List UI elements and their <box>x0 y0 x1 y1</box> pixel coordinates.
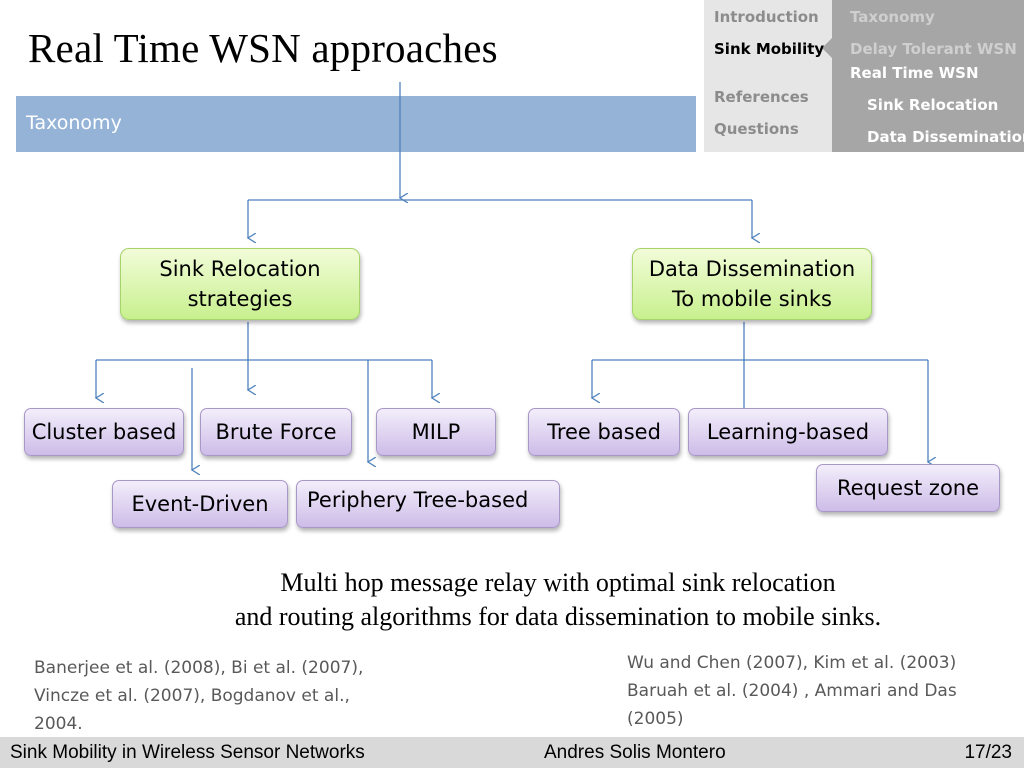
nav-introduction[interactable]: Introduction <box>714 8 819 26</box>
ref-left-line2: Vincze et al. (2007), Bogdanov et al., <box>34 686 350 706</box>
data-dissemination-node: Data Dissemination To mobile sinks <box>632 248 872 320</box>
ref-right-line2: Baruah et al. (2004) , Ammari and Das <box>627 681 957 701</box>
section-bar: Taxonomy <box>16 96 696 152</box>
references-data-dissemination: Wu and Chen (2007), Kim et al. (2003) Ba… <box>627 649 957 733</box>
tree-based-node: Tree based <box>528 408 680 456</box>
summary-line1: Multi hop message relay with optimal sin… <box>280 568 836 597</box>
sink-relocation-node: Sink Relocation strategies <box>120 248 360 320</box>
brute-force-node: Brute Force <box>200 408 352 456</box>
ref-right-line3: (2005) <box>627 709 684 729</box>
nav-delay-tolerant-wsn[interactable]: Delay Tolerant WSN <box>850 40 1017 58</box>
learning-based-node: Learning-based <box>688 408 888 456</box>
nav-real-time-wsn[interactable]: Real Time WSN <box>850 64 979 82</box>
section-label: Taxonomy <box>26 112 122 134</box>
cluster-based-node: Cluster based <box>24 408 184 456</box>
sink-relocation-line1: Sink Relocation <box>159 257 321 281</box>
nav-sink-relocation[interactable]: Sink Relocation <box>867 96 999 114</box>
ref-left-line1: Banerjee et al. (2008), Bi et al. (2007)… <box>34 658 364 678</box>
data-dissemination-line1: Data Dissemination <box>648 257 856 281</box>
nav-data-dissemination[interactable]: Data Dissemination <box>867 128 1024 146</box>
request-zone-node: Request zone <box>816 464 1000 512</box>
footer-author: Andres Solis Montero <box>544 742 726 763</box>
ref-left-line3: 2004. <box>34 714 83 734</box>
summary-text: Multi hop message relay with optimal sin… <box>108 566 1008 634</box>
footer-page-number: 17/23 <box>964 742 1012 763</box>
slide-title: Real Time WSN approaches <box>28 25 498 71</box>
nav-pointer-arrow <box>822 38 832 58</box>
nav-questions[interactable]: Questions <box>714 120 799 138</box>
milp-node: MILP <box>376 408 496 456</box>
event-driven-node: Event-Driven <box>112 480 288 528</box>
nav-references[interactable]: References <box>714 88 809 106</box>
data-dissemination-line2: To mobile sinks <box>672 287 832 311</box>
nav-taxonomy[interactable]: Taxonomy <box>850 8 935 26</box>
nav-sections-panel <box>704 0 832 152</box>
footer-presentation-title: Sink Mobility in Wireless Sensor Network… <box>10 742 365 763</box>
ref-right-line1: Wu and Chen (2007), Kim et al. (2003) <box>627 653 957 673</box>
periphery-tree-node: Periphery Tree-based <box>296 480 560 528</box>
nav-subsections-panel <box>832 0 1024 152</box>
summary-line2: and routing algorithms for data dissemin… <box>234 602 882 631</box>
sink-relocation-line2: strategies <box>187 287 293 311</box>
nav-sink-mobility[interactable]: Sink Mobility <box>714 40 825 58</box>
footer-bar: Sink Mobility in Wireless Sensor Network… <box>0 737 1024 768</box>
references-sink-relocation: Banerjee et al. (2008), Bi et al. (2007)… <box>34 654 363 738</box>
